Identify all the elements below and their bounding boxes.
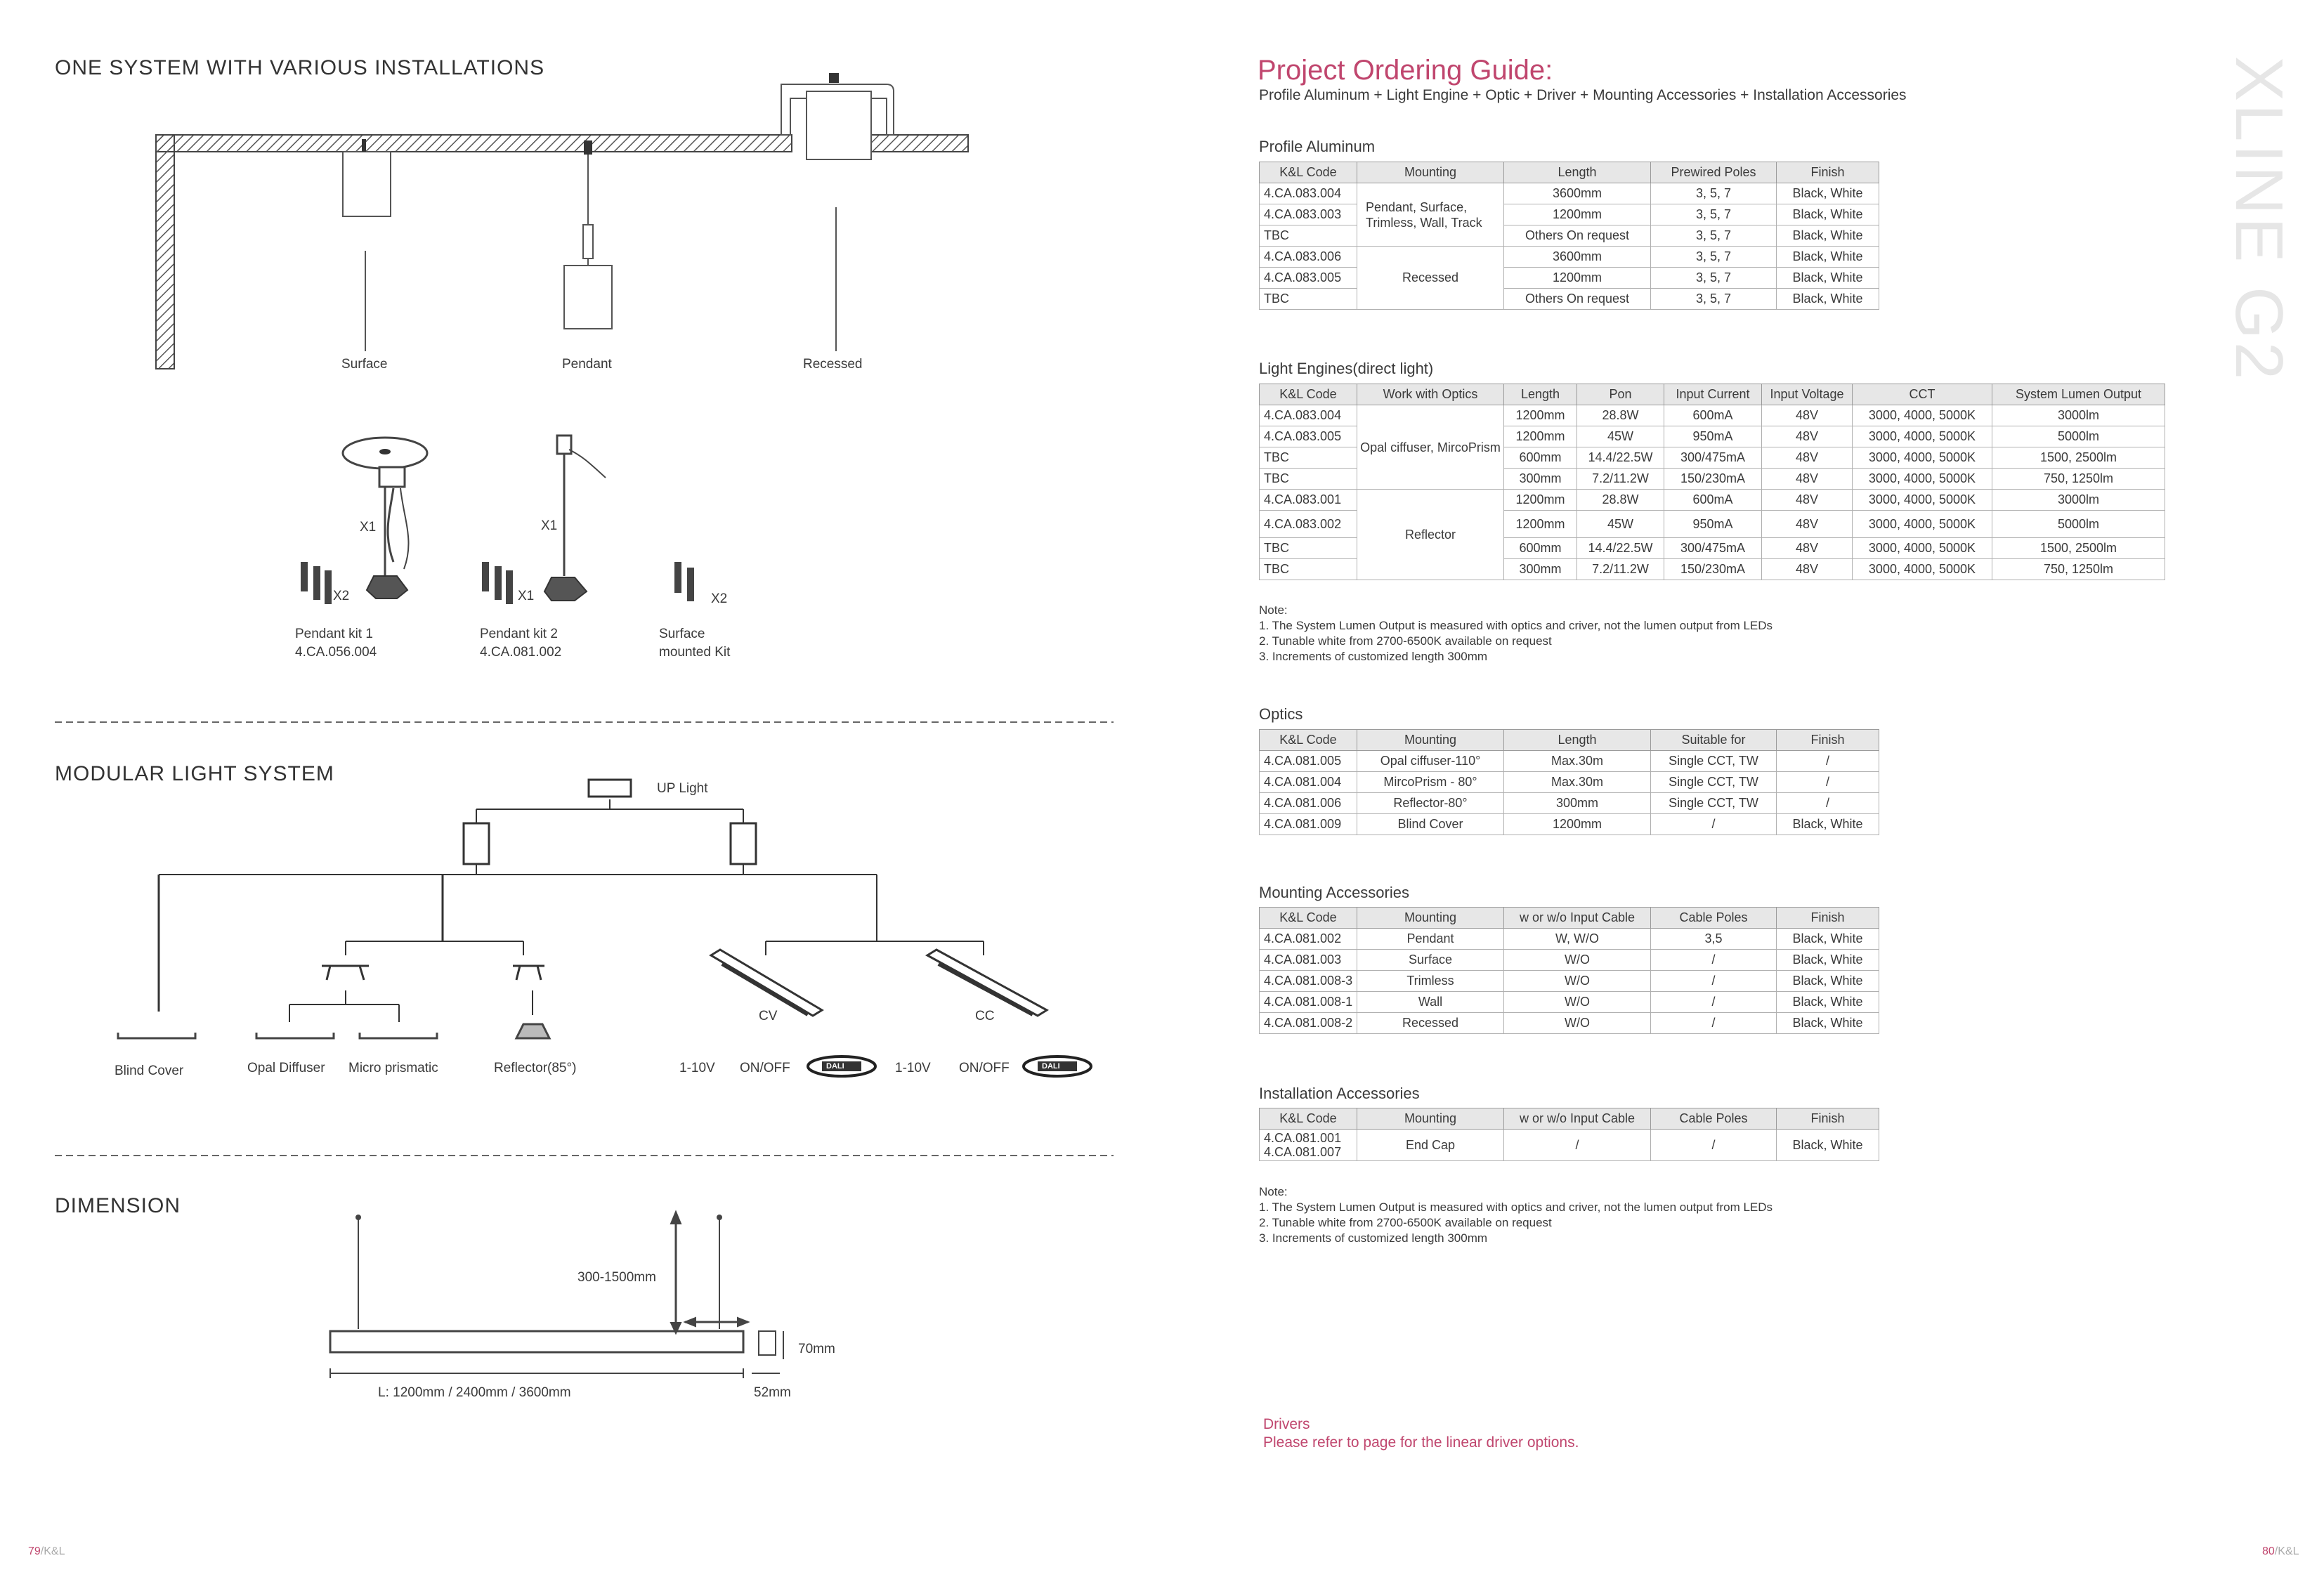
kit1-qty-screws: X2 bbox=[333, 589, 350, 603]
kit3-name2: mounted Kit bbox=[659, 645, 731, 660]
profile-title: Profile Aluminum bbox=[1259, 138, 1376, 155]
pendant-kit-2-drawing bbox=[482, 434, 606, 604]
kit3-qty-screws: X2 bbox=[711, 591, 728, 606]
label-cv-onoff: ON/OFF bbox=[740, 1061, 790, 1075]
label-micro-prismatic: Micro prismatic bbox=[348, 1061, 438, 1075]
profile-table: K&L Code Mounting Length Prewired Poles … bbox=[1259, 162, 1879, 310]
page-footer-left: 79/K&L bbox=[28, 1545, 65, 1557]
kit1-name: Pendant kit 1 bbox=[295, 627, 373, 641]
note-1: Note: 1. The System Lumen Output is meas… bbox=[1259, 603, 1773, 663]
kit2-name: Pendant kit 2 bbox=[480, 627, 558, 641]
label-cc-dali: DALI bbox=[1042, 1062, 1060, 1071]
side-title: XLINE G2 bbox=[2221, 56, 2297, 383]
label-cc-onoff: ON/OFF bbox=[959, 1061, 1010, 1075]
table-row: 4.CA.083.004 Opal ciffuser, MircoPrism 1… bbox=[1259, 405, 2165, 490]
installation-table: K&L Code Mounting w or w/o Input Cable C… bbox=[1259, 1108, 1879, 1161]
modular-title: MODULAR LIGHT SYSTEM bbox=[55, 762, 334, 785]
dimension-drawing bbox=[329, 1210, 784, 1378]
surface-kit-drawing bbox=[674, 562, 694, 601]
drivers-text: Please refer to page for the linear driv… bbox=[1263, 1434, 1579, 1451]
kit2-qty-screws: X1 bbox=[518, 589, 535, 603]
dim-height: 70mm bbox=[798, 1342, 835, 1356]
engines-title: Light Engines(direct light) bbox=[1259, 360, 1434, 377]
label-pendant: Pendant bbox=[562, 357, 612, 372]
drivers-title: Drivers bbox=[1263, 1416, 1310, 1432]
ceiling-wall bbox=[155, 134, 969, 369]
installation-title: Installation Accessories bbox=[1259, 1085, 1420, 1102]
pendant-kit-1-drawing bbox=[301, 436, 429, 604]
engines-table: K&L Code Work with Optics Length Pon Inp… bbox=[1259, 384, 2165, 580]
th: K&L Code bbox=[1259, 162, 1357, 183]
kit3-name: Surface bbox=[659, 627, 705, 641]
th: Prewired Poles bbox=[1650, 162, 1777, 183]
label-blind-cover: Blind Cover bbox=[115, 1064, 184, 1078]
label-cv: CV bbox=[759, 1009, 778, 1023]
table-row: 4.CA.083.004 Pendant, Surface, Trimless,… bbox=[1259, 183, 1879, 247]
installations-title: ONE SYSTEM WITH VARIOUS INSTALLATIONS bbox=[55, 56, 545, 79]
page-footer-right: 80/K&L bbox=[2262, 1545, 2299, 1557]
mounting-title: Mounting Accessories bbox=[1259, 884, 1409, 901]
note-2: Note: 1. The System Lumen Output is meas… bbox=[1259, 1185, 1773, 1245]
dim-width: 52mm bbox=[754, 1385, 791, 1400]
profile-shapes bbox=[117, 1023, 551, 1040]
dim-length: L: 1200mm / 2400mm / 3600mm bbox=[378, 1385, 571, 1400]
surface-luminaire bbox=[342, 139, 391, 351]
pendant-luminaire bbox=[563, 140, 613, 329]
ordering-guide-subtitle: Profile Aluminum + Light Engine + Optic … bbox=[1259, 87, 1907, 103]
th: Mounting bbox=[1357, 162, 1504, 183]
optics-title: Optics bbox=[1259, 705, 1303, 723]
kit1-code: 4.CA.056.004 bbox=[295, 645, 377, 660]
label-cc: CC bbox=[975, 1009, 995, 1023]
recessed-luminaire bbox=[781, 73, 894, 351]
installation-diagrams bbox=[55, 73, 1114, 1378]
label-reflector: Reflector(85°) bbox=[494, 1061, 577, 1075]
th: Length bbox=[1503, 162, 1651, 183]
modular-tree bbox=[157, 778, 1049, 1022]
dim-suspension: 300-1500mm bbox=[577, 1270, 656, 1285]
label-recessed: Recessed bbox=[803, 357, 863, 372]
table-row: 4.CA.081.001 4.CA.081.007 End Cap / / Bl… bbox=[1259, 1129, 1879, 1161]
label-cc-1-10v: 1-10V bbox=[895, 1061, 931, 1075]
mounting-table: K&L Code Mounting w or w/o Input Cable C… bbox=[1259, 907, 1879, 1034]
kit1-qty-main: X1 bbox=[360, 520, 377, 535]
label-surface: Surface bbox=[341, 357, 388, 372]
label-cv-1-10v: 1-10V bbox=[679, 1061, 715, 1075]
th: Finish bbox=[1776, 162, 1879, 183]
label-up-light: UP Light bbox=[657, 781, 708, 796]
kit2-code: 4.CA.081.002 bbox=[480, 645, 562, 660]
optics-table: K&L Code Mounting Length Suitable for Fi… bbox=[1259, 729, 1879, 835]
label-opal-diffuser: Opal Diffuser bbox=[247, 1061, 325, 1075]
dali-badges bbox=[807, 1055, 1092, 1078]
kit2-qty-main: X1 bbox=[541, 518, 558, 533]
label-cv-dali: DALI bbox=[826, 1062, 844, 1071]
ordering-guide-title: Project Ordering Guide: bbox=[1258, 55, 1553, 86]
dimension-title: DIMENSION bbox=[55, 1194, 181, 1217]
